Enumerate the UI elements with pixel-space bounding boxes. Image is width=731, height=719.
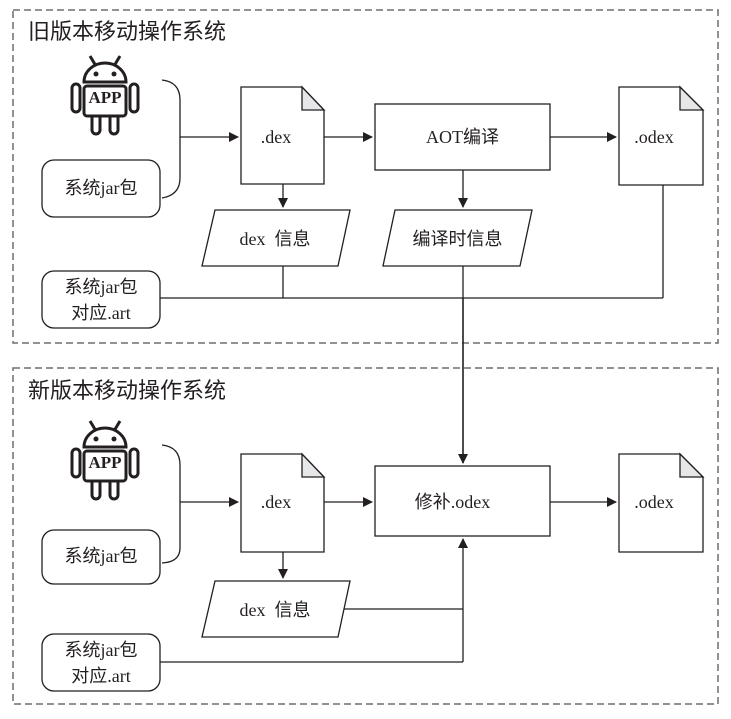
dex-file-shape-new [240, 453, 325, 553]
system-jar-box-new [41, 529, 161, 585]
dex-info-shape-new [201, 580, 351, 638]
new-system-title: 新版本移动操作系统 [28, 378, 227, 403]
odex-file-label-new: .odex [634, 492, 674, 512]
aot-compile-label: AOT编译 [426, 127, 499, 147]
compile-info-shape [382, 209, 533, 267]
compile-info-label: 编译时信息 [412, 229, 503, 249]
odex-file-label: .odex [634, 127, 674, 147]
odex-file-shape [618, 86, 704, 186]
app-label: APP [88, 88, 122, 107]
old-system-title: 旧版本移动操作系统 [28, 19, 227, 44]
patch-odex-box [374, 465, 551, 537]
system-jar-label: 系统jar包 [64, 178, 138, 198]
system-jar-art-box [41, 270, 161, 329]
art-label-line2: 对应.art [71, 303, 131, 323]
dex-info-label-new: dex 信息 [239, 600, 311, 620]
art-label-line2-new: 对应.art [71, 666, 131, 686]
old-system-container [12, 9, 719, 344]
new-system-container [12, 367, 719, 705]
art-label-line1: 系统jar包 [64, 277, 138, 297]
dex-info-label: dex 信息 [239, 229, 311, 249]
patch-odex-label: 修补.odex [414, 492, 491, 512]
dex-file-label: .dex [260, 127, 292, 147]
app-label-new: APP [88, 453, 122, 472]
bracket [161, 79, 181, 199]
dex-info-shape [201, 209, 351, 267]
odex-file-shape-new [618, 453, 704, 553]
dex-file-shape [240, 86, 325, 185]
art-label-line1-new: 系统jar包 [64, 640, 138, 660]
system-jar-label-new: 系统jar包 [64, 546, 138, 566]
dex-file-label-new: .dex [260, 492, 292, 512]
system-jar-box [41, 159, 161, 218]
